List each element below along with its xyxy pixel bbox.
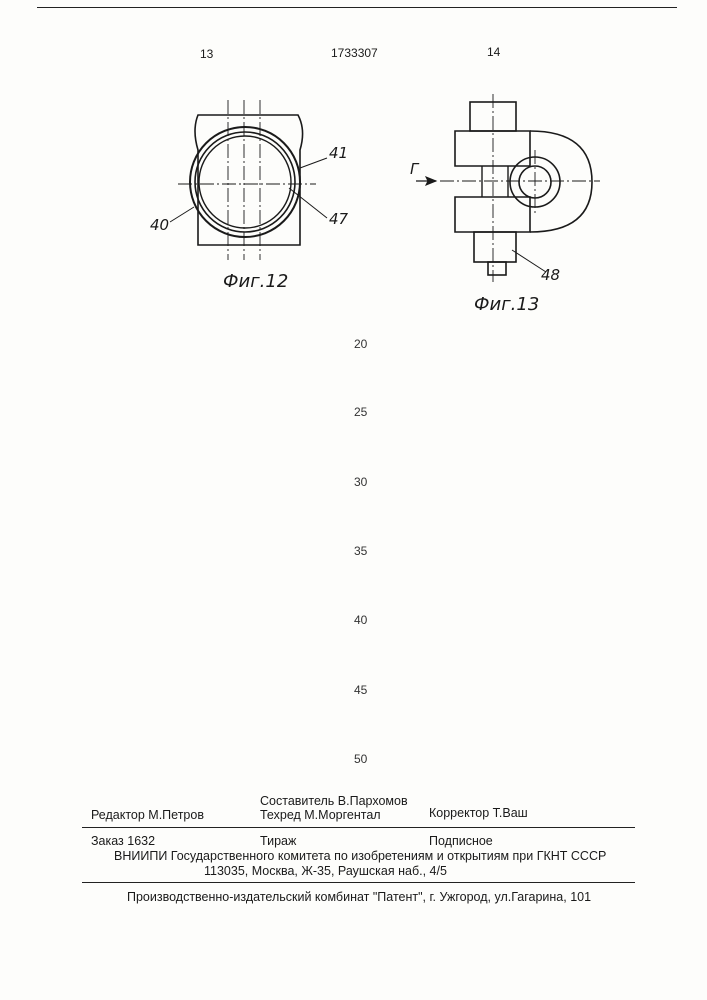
- order: Заказ 1632: [91, 834, 155, 848]
- line-number: 40: [354, 613, 367, 627]
- line-number: 50: [354, 752, 367, 766]
- line-number: 45: [354, 683, 367, 697]
- figure-12-drawing: [170, 100, 327, 260]
- label-41: 41: [329, 144, 348, 162]
- line-number: 25: [354, 405, 367, 419]
- figure-13-drawing: [416, 94, 600, 282]
- line-number: 20: [354, 337, 367, 351]
- footer-rule-2: [82, 882, 635, 883]
- vniipi-line: ВНИИПИ Государственного комитета по изоб…: [114, 849, 606, 863]
- techred: Техред М.Моргентал: [260, 808, 381, 822]
- figure-12-caption: Фиг.12: [223, 271, 288, 292]
- label-40: 40: [150, 216, 169, 234]
- address-line: 113035, Москва, Ж-35, Раушская наб., 4/5: [204, 864, 447, 878]
- corrector: Корректор Т.Ваш: [429, 806, 528, 820]
- label-47: 47: [329, 210, 348, 228]
- arrow-label-g: Г: [410, 160, 418, 178]
- line-number: 35: [354, 544, 367, 558]
- line-number: 30: [354, 475, 367, 489]
- publisher-line: Производственно-издательский комбинат "П…: [127, 890, 591, 904]
- footer-rule-1: [82, 827, 635, 828]
- circulation: Тираж: [260, 834, 296, 848]
- composer: Составитель В.Пархомов: [260, 794, 408, 808]
- editor: Редактор М.Петров: [91, 808, 204, 822]
- subscription: Подписное: [429, 834, 493, 848]
- figure-13-caption: Фиг.13: [474, 294, 539, 315]
- label-48: 48: [541, 266, 560, 284]
